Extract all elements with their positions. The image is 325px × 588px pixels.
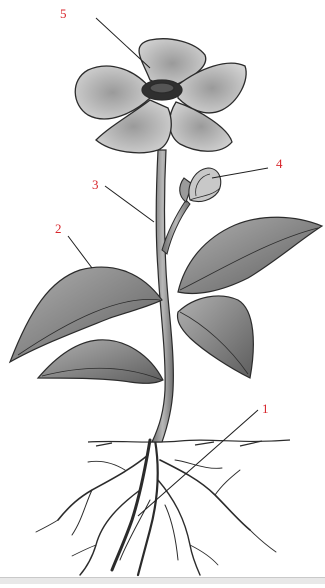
ground-line — [88, 440, 290, 446]
leader-line-5 — [96, 18, 150, 68]
label-2: 2 — [55, 222, 62, 235]
label-5: 5 — [60, 7, 67, 20]
label-3: 3 — [92, 178, 99, 191]
flower — [75, 39, 246, 153]
bud — [180, 168, 221, 202]
label-4: 4 — [276, 157, 283, 170]
label-1: 1 — [262, 402, 269, 415]
leader-line-3 — [105, 186, 154, 222]
leader-line-2 — [68, 236, 92, 268]
leader-line-1 — [138, 410, 258, 516]
roots — [36, 440, 276, 575]
leader-line-4 — [212, 168, 268, 178]
